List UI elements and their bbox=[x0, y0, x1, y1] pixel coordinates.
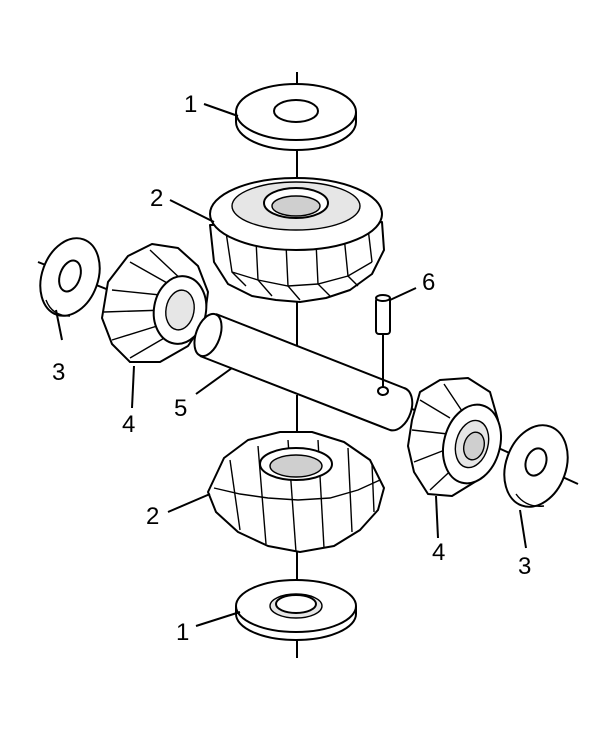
callout-side-gear-top: 2 bbox=[150, 185, 163, 212]
top-thrust-washer bbox=[235, 83, 357, 151]
callout-pinion-shaft: 5 bbox=[174, 395, 187, 422]
bottom-thrust-washer bbox=[235, 579, 357, 641]
callout-pinion-gear-left: 4 bbox=[122, 411, 135, 438]
callout-lock-pin: 6 bbox=[422, 269, 435, 296]
left-thrust-washer bbox=[39, 237, 101, 317]
top-side-gear bbox=[209, 177, 385, 303]
leader-lines bbox=[55, 103, 527, 627]
bottom-side-gear bbox=[207, 431, 385, 553]
right-thrust-washer bbox=[503, 424, 569, 508]
right-pinion-gear bbox=[407, 377, 502, 497]
left-pinion-gear bbox=[101, 243, 209, 363]
callout-thrust-washer-right: 3 bbox=[518, 553, 531, 580]
callout-washer-bottom: 1 bbox=[176, 619, 189, 646]
callout-pinion-gear-right: 4 bbox=[432, 539, 445, 566]
lock-pin bbox=[375, 294, 391, 388]
pinion-shaft bbox=[193, 312, 414, 432]
callout-thrust-washer-left: 3 bbox=[52, 359, 65, 386]
callout-side-gear-bottom: 2 bbox=[146, 503, 159, 530]
callout-washer-top: 1 bbox=[184, 91, 197, 118]
